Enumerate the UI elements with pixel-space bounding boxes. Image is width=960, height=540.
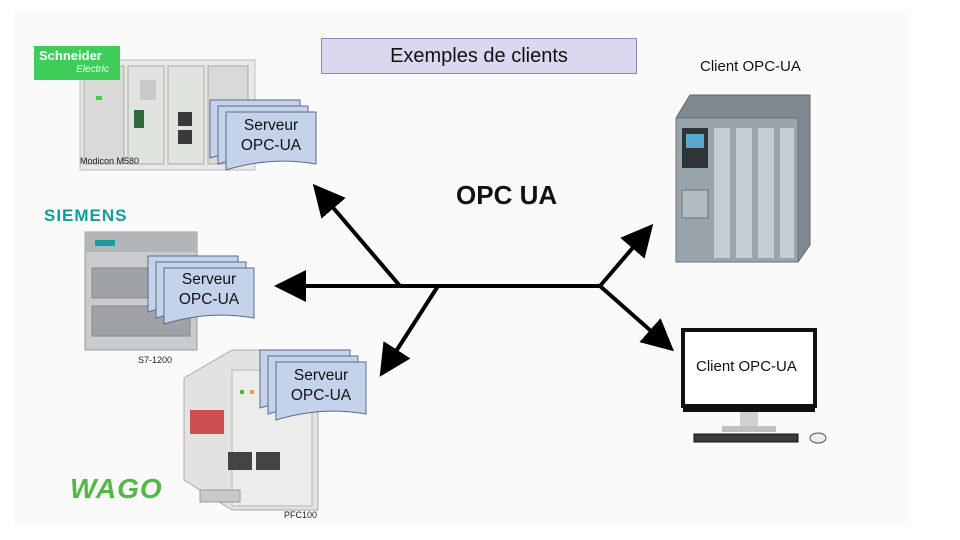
server-label-1-line1: Serveur (243, 117, 299, 134)
server-doc-stack-2 (147, 255, 255, 325)
schneider-logo-line1: Schneider (39, 48, 102, 63)
arrow-to-modicon (312, 183, 402, 288)
schneider-electric-logo: Schneider Electric (34, 46, 120, 80)
server-label-2: Serveur OPC-UA (166, 270, 252, 310)
server-label-2-line1: Serveur (181, 271, 237, 288)
arrow-to-s7-1500 (598, 223, 654, 288)
schneider-logo-line2: Electric (76, 64, 109, 75)
arrow-to-pfc100 (379, 284, 440, 377)
connection-arrows (274, 183, 674, 377)
page-title: Exemples de clients (321, 38, 637, 74)
server-label-1-line2: OPC-UA (240, 137, 302, 154)
siemens-logo: SIEMENS (44, 206, 128, 225)
server-doc-stack-1 (209, 99, 317, 171)
device-label-pfc100: PFC100 (284, 510, 318, 520)
server-label-3-line1: Serveur (293, 367, 349, 384)
s7-1500-device (675, 94, 811, 263)
server-label-3: Serveur OPC-UA (278, 366, 364, 406)
arrow-to-monitor (598, 284, 674, 352)
server-label-1: Serveur OPC-UA (228, 116, 314, 156)
opc-ua-logo: OPC UA (456, 180, 558, 210)
server-doc-stack-3 (259, 349, 367, 421)
device-label-s7-1200: S7-1200 (138, 355, 173, 365)
server-label-2-line2: OPC-UA (178, 291, 240, 308)
client-label-monitor: Client OPC-UA (696, 358, 797, 375)
wago-logo: WAGO (70, 473, 163, 504)
client-label-top: Client OPC-UA (700, 58, 801, 75)
server-label-3-line2: OPC-UA (290, 387, 352, 404)
device-label-modicon: Modicon M580 (80, 156, 140, 166)
monitor-device (681, 328, 827, 444)
